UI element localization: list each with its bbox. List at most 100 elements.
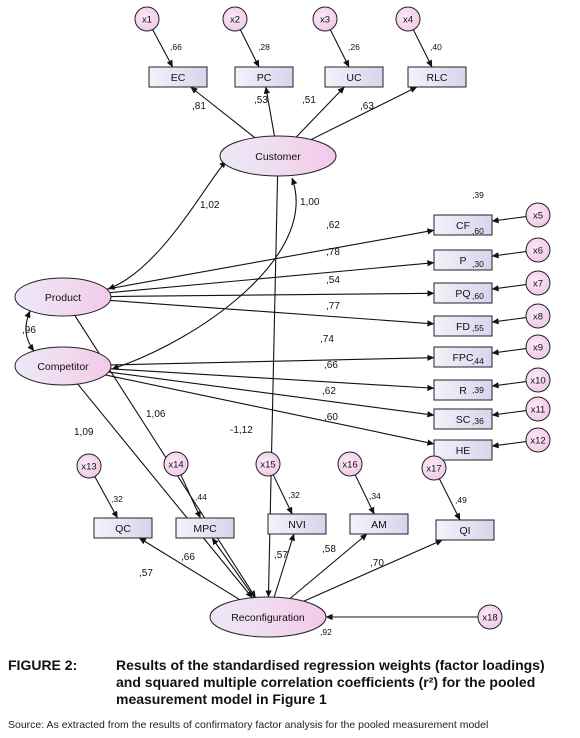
error-label-x7: x7 [533, 279, 543, 290]
labels-layer: ,81,53,51,63,62,78,54,77,74,66,62,60,57,… [22, 15, 546, 638]
indicator-label-he: HE [456, 445, 471, 457]
indicator-label-pc: PC [257, 72, 272, 84]
error-arrow-x11 [491, 410, 527, 418]
loading-label-am: ,58 [322, 544, 336, 555]
indicator-label-r: R [459, 385, 467, 397]
r2-label-fpc: ,55 [472, 323, 484, 333]
indicator-label-uc: UC [346, 72, 362, 84]
indicator-box-rlc [407, 66, 467, 88]
error-arrow-x8 [491, 317, 527, 325]
r2-label-p: ,60 [472, 226, 484, 236]
error-term-x6 [525, 237, 551, 263]
r2-label-qc: ,32 [111, 494, 123, 504]
loading-arrow-product-pq [110, 290, 435, 298]
error-label-x8: x8 [533, 312, 543, 323]
indicator-box-cf [433, 214, 493, 236]
nodes-layer [14, 6, 551, 638]
error-term-x4 [395, 6, 421, 32]
error-label-x3: x3 [320, 15, 330, 26]
error-arrow-x3 [329, 29, 350, 68]
figure-label: FIGURE 2: [8, 657, 78, 673]
loading-arrow-product-fd [110, 299, 435, 327]
error-label-x4: x4 [403, 15, 413, 26]
error-label-x2: x2 [230, 15, 240, 26]
indicator-box-pq [433, 282, 493, 304]
error-term-x2 [222, 6, 248, 32]
r2-label-he: ,36 [472, 416, 484, 426]
loading-label-pc: ,53 [254, 95, 268, 106]
r2-label-uc: ,26 [348, 42, 360, 52]
error-arrow-x6 [491, 251, 527, 259]
indicator-box-fd [433, 315, 493, 337]
latent-label-reconfiguration: Reconfiguration [231, 612, 305, 624]
loading-label-pq: ,54 [326, 275, 340, 286]
covariance-customer-competitor [111, 177, 298, 370]
error-term-x9 [525, 334, 551, 360]
loading-label-cf: ,62 [326, 220, 340, 231]
figure-caption: Results of the standardised regression w… [116, 657, 545, 707]
loading-label-sc: ,62 [322, 386, 336, 397]
error-arrow-x12 [491, 441, 527, 449]
indicator-label-pq: PQ [455, 288, 470, 300]
error-label-x10: x10 [530, 376, 545, 387]
loading-label-fpc: ,74 [320, 334, 334, 345]
error-label-x18: x18 [482, 613, 497, 624]
error-term-x16 [337, 451, 363, 477]
covariance-label-product-competitor: ,96 [22, 325, 36, 336]
indicator-box-sc [433, 408, 493, 430]
indicator-label-fd: FD [456, 321, 470, 333]
error-arrow-x9 [491, 348, 527, 356]
indicator-label-p: P [459, 255, 466, 267]
indicator-box-am [349, 513, 409, 535]
error-arrow-x14 [180, 474, 201, 519]
indicator-box-uc [324, 66, 384, 88]
error-term-x11 [525, 396, 551, 422]
r2-label-mpc: ,44 [195, 492, 207, 502]
error-label-x9: x9 [533, 343, 543, 354]
indicator-box-mpc [175, 517, 235, 539]
path-label-customer: -1,12 [230, 425, 253, 436]
r2-label-sc: ,39 [472, 385, 484, 395]
error-label-x16: x16 [342, 460, 357, 471]
error-term-x18 [477, 604, 503, 630]
error-term-x5 [525, 202, 551, 228]
indicator-box-fpc [433, 346, 493, 368]
indicator-label-mpc: MPC [193, 523, 217, 535]
covariance-label-customer-competitor: 1,00 [300, 197, 320, 208]
latent-competitor [14, 346, 112, 386]
path-label-competitor: 1,09 [74, 427, 94, 438]
path-label-product: 1,06 [146, 409, 166, 420]
indicator-label-fpc: FPC [453, 352, 474, 364]
error-arrow-x16 [354, 474, 375, 515]
latent-product [14, 277, 112, 317]
r2-label-pq: ,30 [472, 259, 484, 269]
error-term-x12 [525, 427, 551, 453]
r2-label-pc: ,28 [258, 42, 270, 52]
loading-arrow-reconfiguration-am [289, 533, 368, 599]
latent-customer [219, 135, 337, 177]
error-term-x15 [255, 451, 281, 477]
error-label-x17: x17 [426, 464, 441, 475]
r2-label-cf: ,39 [472, 190, 484, 200]
r2-label-am: ,34 [369, 491, 381, 501]
indicator-label-cf: CF [456, 220, 470, 232]
figure-source: Source: As extracted from the results of… [8, 719, 489, 731]
loading-arrow-product-p [109, 260, 435, 294]
loading-arrow-customer-rlc [310, 86, 418, 141]
error-term-x13 [76, 453, 102, 479]
error-arrow-x1 [152, 29, 174, 68]
indicator-box-qc [93, 517, 153, 539]
loading-arrow-competitor-he [105, 374, 435, 446]
indicator-label-sc: SC [456, 414, 471, 426]
error-term-x10 [525, 367, 551, 393]
loading-label-he: ,60 [324, 412, 338, 423]
indicator-label-nvi: NVI [288, 519, 306, 531]
loading-label-qc: ,57 [139, 568, 153, 579]
latent-label-product: Product [45, 292, 81, 304]
latent-reconfiguration [209, 596, 327, 638]
indicator-box-p [433, 249, 493, 271]
indicator-label-ec: EC [171, 72, 186, 84]
loading-arrow-competitor-sc [108, 371, 435, 418]
indicator-box-he [433, 439, 493, 461]
